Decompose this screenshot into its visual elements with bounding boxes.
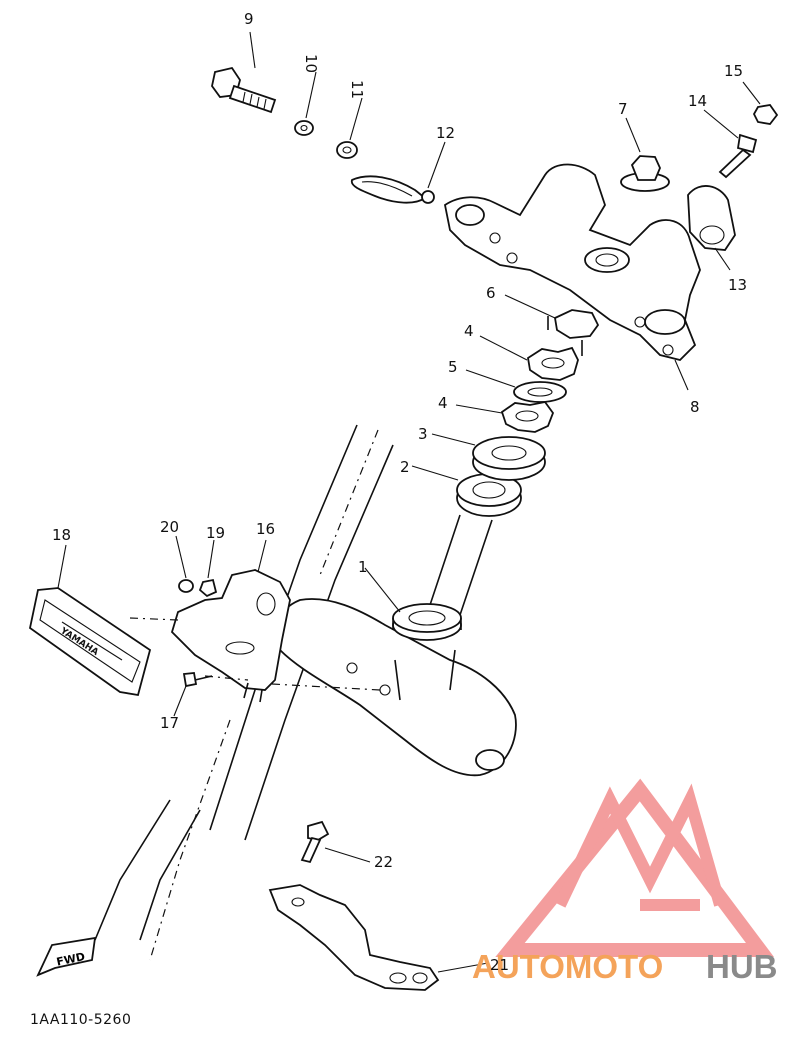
screw-17 <box>182 672 213 688</box>
callout-1: 1 <box>358 558 368 576</box>
callout-8: 8 <box>690 398 700 416</box>
callout-15: 15 <box>724 62 743 80</box>
callout-20: 20 <box>160 518 179 536</box>
callout-19: 19 <box>206 524 225 542</box>
callout-21: 21 <box>490 956 509 974</box>
lower-bracket-21 <box>268 884 440 991</box>
bolt-22 <box>300 820 330 864</box>
callout-7: 7 <box>618 100 628 118</box>
watermark-text-gray: HUB <box>706 948 778 985</box>
nut-19 <box>198 578 218 598</box>
callout-2: 2 <box>400 458 410 476</box>
washer <box>513 381 567 403</box>
callout-5: 5 <box>448 358 458 376</box>
emblem-plate: YAMAHA <box>28 587 152 697</box>
watermark-text-orange: AUTOMOTO <box>472 948 663 985</box>
ring-nut-lower <box>500 401 555 433</box>
fwd-label: FWD <box>55 950 86 969</box>
fwd-arrow: FWD <box>36 936 97 977</box>
bracket-16 <box>170 569 291 703</box>
callout-16: 16 <box>256 520 275 538</box>
watermark-logo <box>495 778 774 957</box>
callout-12: 12 <box>436 124 455 142</box>
callout-6: 6 <box>486 284 496 302</box>
ring-nut-upper <box>527 346 579 381</box>
assembly-lines <box>129 617 381 691</box>
stem-lines <box>429 514 493 616</box>
callout-17: 17 <box>160 714 179 732</box>
washer-10 <box>294 120 314 136</box>
callout-10: 10 <box>302 54 320 73</box>
watermark-triangle-icon <box>495 778 774 957</box>
cap-nut <box>620 155 670 192</box>
callout-9: 9 <box>244 10 254 28</box>
leader-lines <box>57 31 761 973</box>
callout-14: 14 <box>688 92 707 110</box>
handle-crown <box>443 163 701 361</box>
part-code: 1AA110-5260 <box>30 1012 131 1028</box>
lower-bearing <box>392 603 462 641</box>
nut-15 <box>752 104 779 125</box>
callout-18: 18 <box>52 526 71 544</box>
callout-4b: 4 <box>438 394 448 412</box>
callout-22: 22 <box>374 853 393 871</box>
callout-labels: 9 10 11 12 7 14 15 13 6 4 5 4 3 2 8 1 18… <box>52 10 747 974</box>
flange-bolt <box>211 66 277 114</box>
bearing-race <box>456 473 522 517</box>
lock-washer <box>547 309 600 356</box>
bolt-14 <box>718 133 758 179</box>
cable-clamp <box>350 175 435 204</box>
callout-13: 13 <box>728 276 747 294</box>
callout-11: 11 <box>348 80 366 99</box>
washer-20 <box>178 579 194 593</box>
callout-3: 3 <box>418 425 428 443</box>
upper-bearing <box>472 436 546 481</box>
watermark-m-icon <box>554 783 726 911</box>
handlebar-holder <box>687 185 736 251</box>
washer-11 <box>336 141 358 159</box>
callout-4a: 4 <box>464 322 474 340</box>
